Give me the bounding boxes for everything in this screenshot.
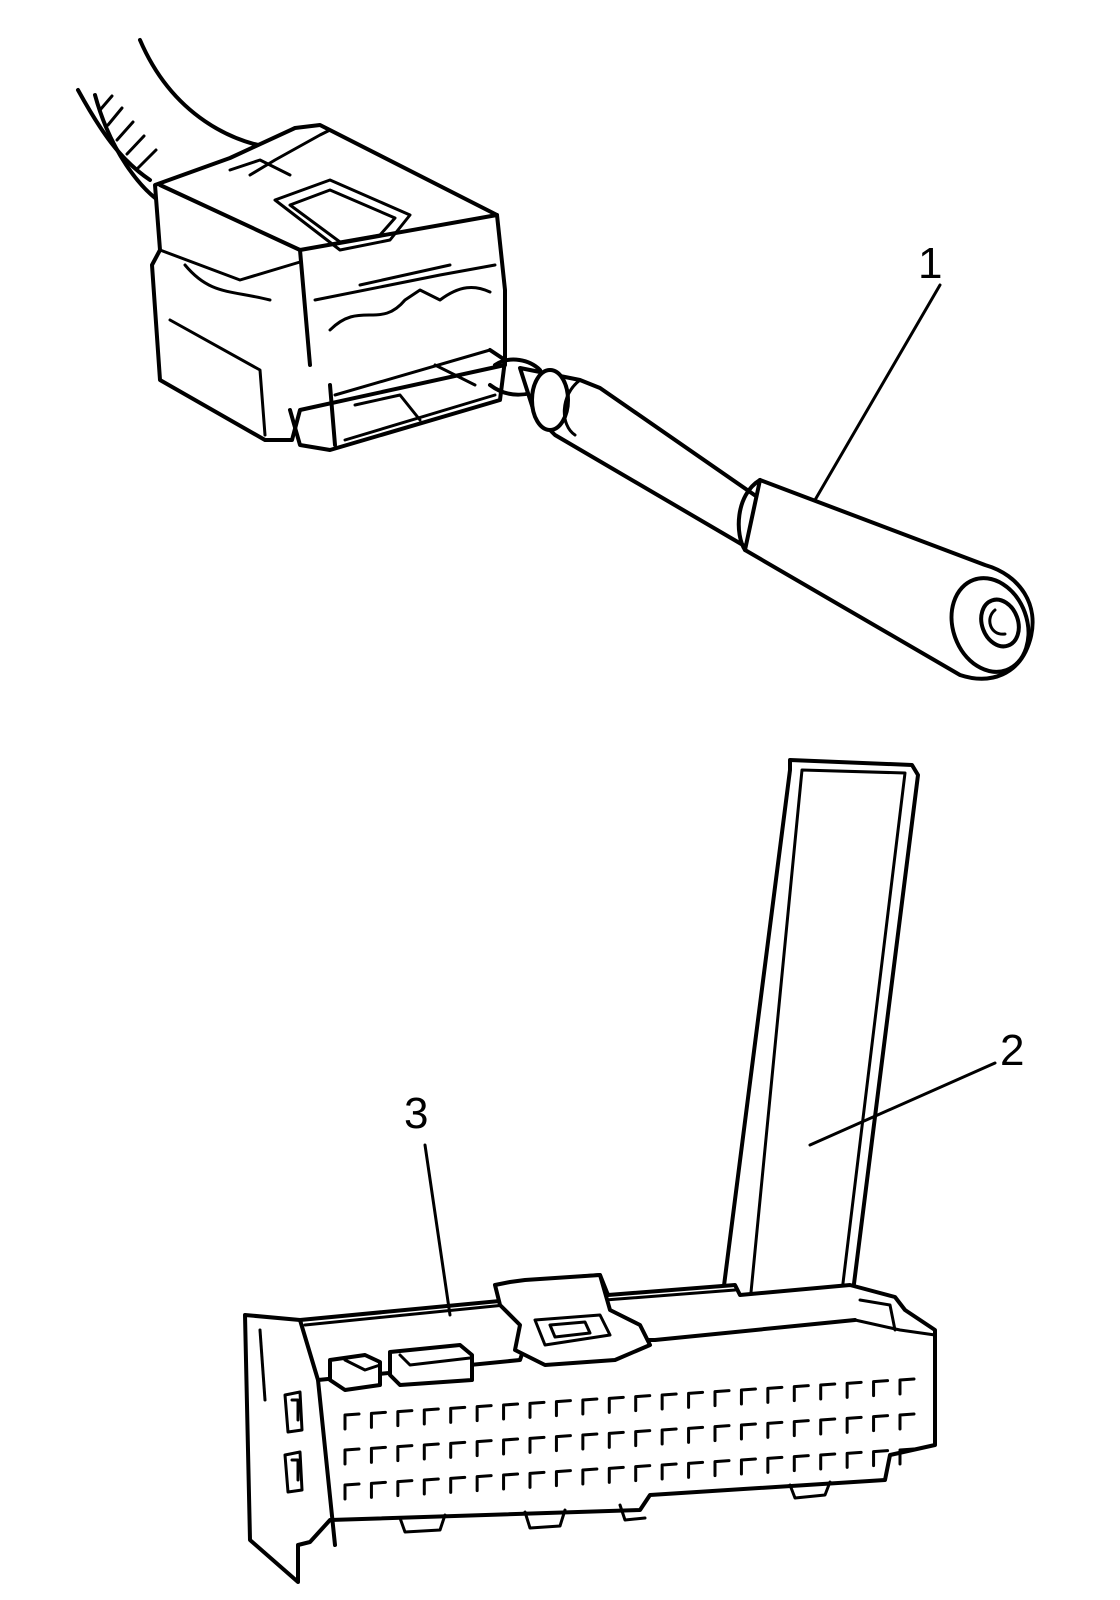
terminal-cavity (819, 1417, 837, 1436)
terminal-cavity (607, 1395, 625, 1414)
terminal-cavity-grid (343, 1377, 916, 1501)
terminal-cavity (739, 1387, 757, 1406)
terminal-cavity (396, 1479, 414, 1498)
terminal-cavity (739, 1457, 757, 1476)
terminal-cavity (528, 1470, 546, 1489)
terminal-cavity (422, 1407, 440, 1426)
terminal-cavity (581, 1397, 599, 1416)
terminal-cavity (502, 1402, 520, 1421)
callout-2-leader (808, 1061, 997, 1147)
terminal-cavity (872, 1379, 890, 1398)
terminal-cavity (792, 1454, 810, 1473)
terminal-cavity (687, 1425, 705, 1444)
terminal-cavity (581, 1432, 599, 1451)
callout-2-label: 2 (1000, 1026, 1024, 1075)
terminal-cavity (343, 1482, 361, 1501)
terminal-cavity (713, 1389, 731, 1408)
terminal-cavity (739, 1422, 757, 1441)
terminal-cavity (872, 1449, 890, 1468)
terminal-cavity (819, 1452, 837, 1471)
terminal-cavity (554, 1434, 572, 1453)
terminal-cavity (502, 1472, 520, 1491)
terminal-cavity (422, 1477, 440, 1496)
terminal-cavity (634, 1429, 652, 1448)
terminal-cavity (343, 1412, 361, 1431)
terminal-cavity (898, 1412, 916, 1431)
terminal-cavity (660, 1462, 678, 1481)
terminal-cavity (369, 1445, 387, 1464)
terminal-cavity (528, 1400, 546, 1419)
terminal-cavity (687, 1390, 705, 1409)
terminal-cavity (422, 1442, 440, 1461)
terminal-cavity (792, 1419, 810, 1438)
terminal-cavity (369, 1410, 387, 1429)
terminal-cavity (528, 1435, 546, 1454)
terminal-cavity (766, 1385, 784, 1404)
terminal-cavity (845, 1450, 863, 1469)
terminal-cavity (396, 1444, 414, 1463)
terminal-cavity (607, 1430, 625, 1449)
callout-3-label: 3 (404, 1089, 428, 1138)
terminal-cavity (475, 1439, 493, 1458)
terminal-cavity (792, 1384, 810, 1403)
callout-3: 3 (404, 1089, 452, 1317)
terminal-cavity (343, 1447, 361, 1466)
terminal-cavity (687, 1460, 705, 1479)
terminal-cavity (872, 1414, 890, 1433)
callout-3-leader (423, 1143, 452, 1317)
terminal-cavity (634, 1464, 652, 1483)
terminal-cavity (660, 1392, 678, 1411)
callout-2: 2 (808, 1026, 1024, 1147)
callout-1-leader (813, 283, 942, 502)
terminal-cavity (845, 1415, 863, 1434)
terminal-cavity (713, 1459, 731, 1478)
terminal-cavity (581, 1467, 599, 1486)
terminal-cavity (449, 1440, 467, 1459)
terminal-cavity (766, 1420, 784, 1439)
terminal-cavity (660, 1427, 678, 1446)
terminal-cavity (634, 1394, 652, 1413)
terminal-cavity (449, 1475, 467, 1494)
terminal-cavity (554, 1399, 572, 1418)
terminal-cavity (554, 1469, 572, 1488)
terminal-cavity (819, 1382, 837, 1401)
terminal-cavity (713, 1424, 731, 1443)
terminal-cavity (766, 1455, 784, 1474)
terminal-cavity (475, 1474, 493, 1493)
terminal-cavity (475, 1404, 493, 1423)
terminal-cavity (396, 1409, 414, 1428)
terminal-cavity (369, 1480, 387, 1499)
terminal-cavity (449, 1405, 467, 1424)
callout-1: 1 (813, 239, 942, 502)
terminal-cavity (845, 1380, 863, 1399)
module-connector-illustration (243, 758, 937, 1584)
terminal-cavity (898, 1447, 916, 1466)
terminal-cavity (898, 1377, 916, 1396)
terminal-cavity (607, 1465, 625, 1484)
terminal-cavity (502, 1437, 520, 1456)
callout-1-label: 1 (918, 239, 942, 288)
harness-connector-illustration (76, 38, 1035, 681)
